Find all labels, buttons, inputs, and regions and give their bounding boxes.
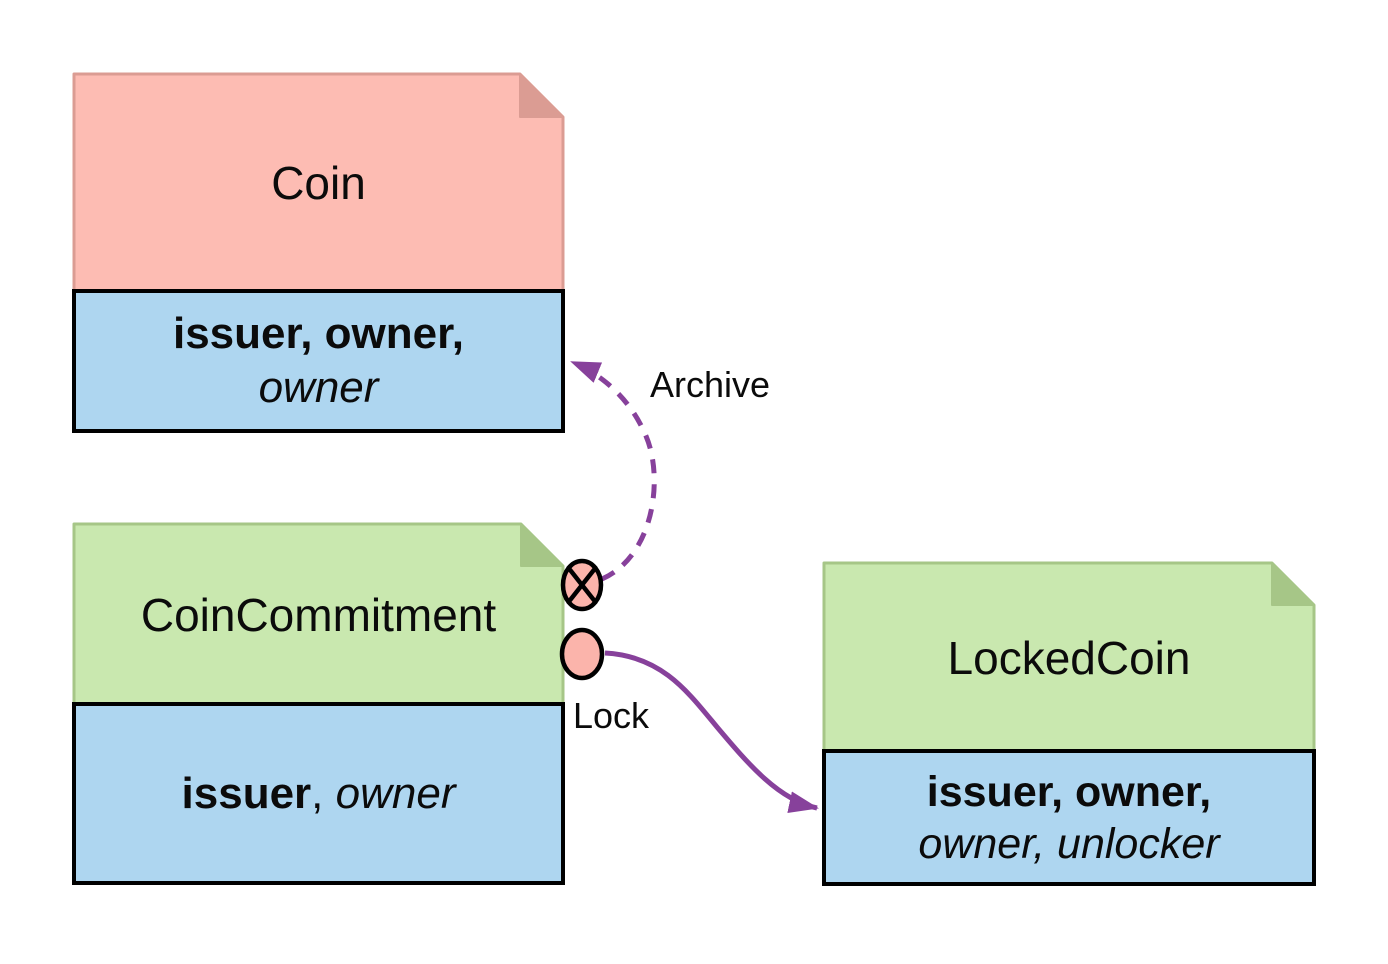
locked-coin-title: LockedCoin [947, 632, 1191, 684]
locked-coin-fields-box [822, 749, 1316, 886]
coin-commitment-fields-box [72, 702, 565, 885]
coin-commitment-participants: owner [335, 768, 456, 818]
lock-source-marker-icon [559, 627, 605, 681]
lock-edge [604, 650, 819, 813]
archive-edge-label: Archive [650, 364, 771, 405]
coin-title: Coin [271, 157, 366, 209]
coin-commitment-title: CoinCommitment [140, 589, 497, 641]
coin-commitment-signers: issuer [181, 768, 312, 818]
coin-commitment-note-fold-icon [520, 523, 564, 567]
coin-fields-box [72, 289, 565, 433]
locked-coin-signers: issuer, owner, [926, 767, 1212, 816]
coin-commitment-separator: , [311, 768, 336, 818]
locked-coin-note-shape [822, 561, 1316, 755]
locked-coin-note-fold-icon [1271, 562, 1315, 606]
coin-signers: issuer, owner, [172, 309, 465, 358]
coin-commitment-fields-text: issuer, owner [74, 704, 563, 883]
consumed-marker-icon [560, 558, 604, 612]
coin-note-shape [72, 72, 565, 294]
locked-coin-participants: owner, unlocker [918, 819, 1220, 868]
archive-edge [570, 359, 657, 582]
lock-edge-label: Lock [573, 695, 650, 736]
locked-coin-fields-text: issuer, owner, owner, unlocker [824, 751, 1314, 884]
coin-commitment-note-shape [72, 522, 565, 708]
coin-fields-text: issuer, owner, owner [74, 291, 563, 431]
coin-participants: owner [258, 363, 379, 412]
coin-note-fold-icon [519, 73, 564, 118]
